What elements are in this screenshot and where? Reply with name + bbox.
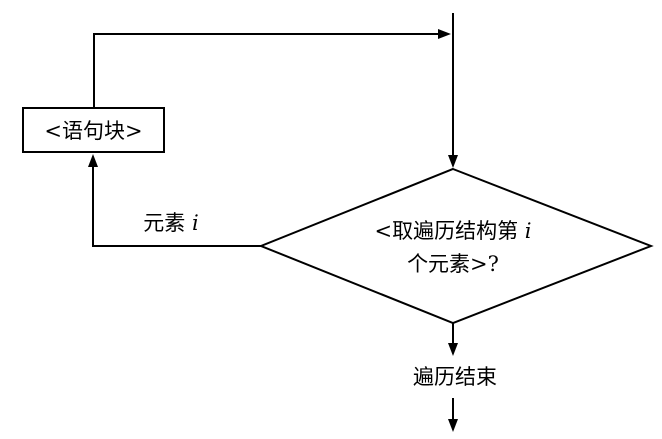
final-arrow	[448, 398, 458, 432]
statement-block-label: <语句块>	[44, 119, 143, 143]
exit-arrow	[448, 323, 458, 356]
arrowhead-down-icon	[448, 343, 458, 356]
loopback-arrow	[93, 29, 451, 107]
arrowhead-up-icon	[88, 154, 98, 167]
entry-arrow	[448, 13, 458, 168]
loop-element-label-text: 元素	[143, 211, 192, 235]
arrowhead-right-icon	[438, 29, 451, 39]
statement-block-node: <语句块>	[22, 107, 165, 153]
return-arrow	[88, 154, 261, 247]
arrowhead-down-icon	[448, 155, 458, 168]
loop-element-variable: i	[191, 211, 199, 235]
loop-element-label: 元素 i	[121, 207, 221, 237]
arrowhead-down-icon	[448, 419, 458, 432]
decision-label-line2-text: 个元素>?	[407, 252, 499, 276]
decision-label-variable: i	[524, 219, 532, 243]
traversal-end-label: 遍历结束	[413, 365, 497, 389]
decision-node-label: <取遍历结构第 i 个元素>?	[353, 215, 553, 281]
decision-label-line1-text: <取遍历结构第	[374, 219, 525, 243]
